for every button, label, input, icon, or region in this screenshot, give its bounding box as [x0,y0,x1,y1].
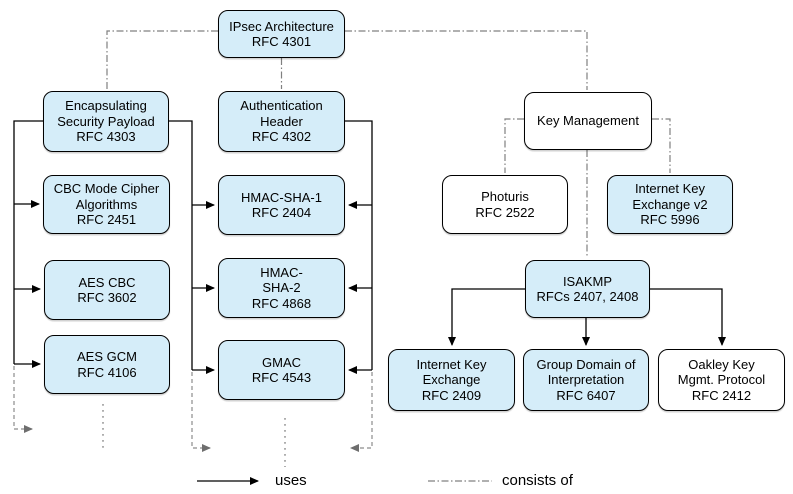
continuation-arrow-right-rail [350,372,373,452]
node-ike-v2-label: Internet Key Exchange v2 RFC 5996 [632,181,708,228]
node-group-domain-of-interpretation: Group Domain of Interpretation RFC 6407 [523,349,649,411]
node-group-domain-of-interpretation-label: Group Domain of Interpretation RFC 6407 [536,356,636,403]
uses-rail-esp-left [13,120,43,364]
node-internet-key-exchange: Internet Key Exchange RFC 2409 [388,349,515,411]
node-cbc-mode-cipher: CBC Mode Cipher Algorithms RFC 2451 [43,175,170,234]
consists-of-connector-keymgmt-photuris [504,118,524,173]
node-ipsec-architecture-label: IPsec Architecture RFC 4301 [229,18,334,50]
node-authentication-header: Authentication Header RFC 4302 [218,91,345,152]
node-hmac-sha2-label: HMAC- SHA-2 RFC 4868 [251,264,312,311]
node-aes-gcm: AES GCM RFC 4106 [44,335,170,394]
node-internet-key-exchange-label: Internet Key Exchange RFC 2409 [416,356,487,403]
consists-of-connector-ipsec-esp [106,30,218,89]
node-key-management: Key Management [524,92,652,150]
node-oakley-label: Oakley Key Mgmt. Protocol RFC 2412 [677,356,766,403]
node-cbc-mode-cipher-label: CBC Mode Cipher Algorithms RFC 2451 [53,181,160,228]
node-authentication-header-label: Authentication Header RFC 4302 [240,98,323,145]
node-esp: Encapsulating Security Payload RFC 4303 [43,91,169,152]
node-esp-label: Encapsulating Security Payload RFC 4303 [57,98,155,145]
node-ike-v2: Internet Key Exchange v2 RFC 5996 [607,175,733,234]
node-hmac-sha1-label: HMAC-SHA-1 RFC 2404 [241,189,322,221]
node-key-management-label: Key Management [537,113,639,129]
consists-of-connector-ipsec-keymgmt [345,30,588,90]
node-gmac-label: GMAC RFC 4543 [251,354,312,386]
node-isakmp-label: ISAKMP RFCs 2407, 2408 [536,273,639,305]
node-hmac-sha1: HMAC-SHA-1 RFC 2404 [218,175,345,235]
node-oakley: Oakley Key Mgmt. Protocol RFC 2412 [658,349,785,411]
node-aes-gcm-label: AES GCM RFC 4106 [77,349,137,380]
uses-rail-esp-right [169,120,193,370]
node-ipsec-architecture: IPsec Architecture RFC 4301 [218,10,345,58]
uses-rail-ah-right [345,120,373,370]
uses-arrow-isakmp-ike [448,288,525,346]
continuation-arrow-left-rail [13,366,33,433]
node-photuris-label: Photuris RFC 2522 [475,189,535,220]
legend-consists-of-label: consists of [502,472,573,489]
consists-of-connector-keymgmt-ikev2 [652,118,671,173]
node-aes-cbc: AES CBC RFC 3602 [44,260,170,320]
node-photuris: Photuris RFC 2522 [442,175,568,234]
node-isakmp: ISAKMP RFCs 2407, 2408 [525,260,650,318]
legend-uses-label: uses [275,472,307,489]
node-hmac-sha2: HMAC- SHA-2 RFC 4868 [218,258,345,318]
node-gmac: GMAC RFC 4543 [218,340,345,400]
continuation-arrow-mid-rail [191,372,211,452]
uses-arrow-isakmp-oakley [650,288,726,346]
node-aes-cbc-label: AES CBC RFC 3602 [77,274,137,306]
